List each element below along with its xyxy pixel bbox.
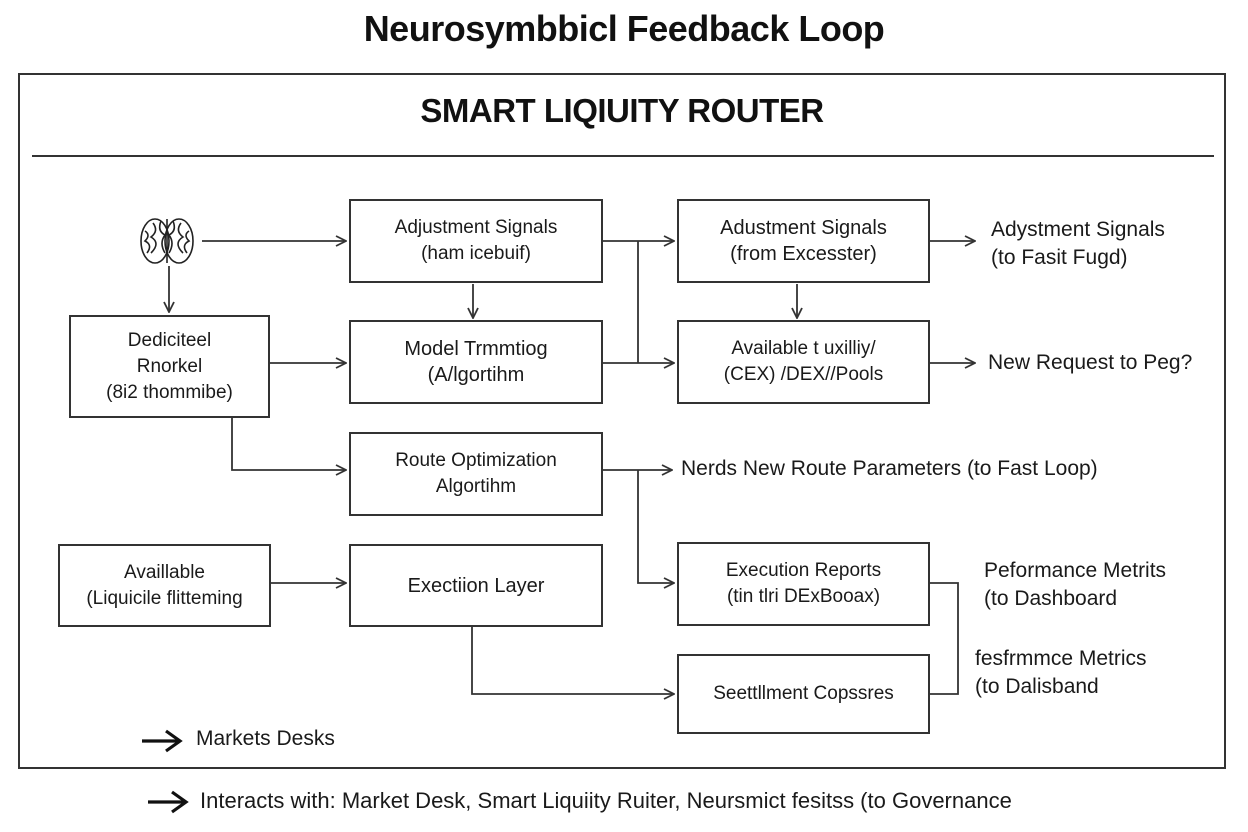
output-new-route-parameters-line1: Nerds New Route Parameters (to Fast Loop… [681, 457, 1098, 480]
adjustment-signals-box-line1: Adjustment Signals [394, 217, 558, 238]
adjustment-signals-box: Adjustment Signals (ham icebuif) [349, 199, 603, 283]
output-new-request-line1: New Request to Peg? [988, 351, 1193, 374]
adjustment-signals-excess-line2: (from Excesster) [730, 243, 877, 265]
router-panel-title: SMART LIQIUITY ROUTER [420, 92, 824, 129]
available-floating-line2: (Liquicile flitteming [86, 587, 243, 609]
dedicated-node-line1: Dediciteel [127, 329, 212, 351]
model-training-line1: Model Trmmtiog [404, 338, 548, 360]
legend-label: Markets Desks [196, 727, 335, 750]
output-new-request: New Request to Peg? [988, 349, 1192, 377]
dedicated-node-line2: Rnorkel [136, 355, 203, 377]
output-performance-metrics-secondary-line2: (to Dalisband [975, 675, 1099, 698]
output-adjustment-signals: Adystment Signals (to Fasit Fugd) [991, 216, 1165, 272]
connector-reports-settlement-bracket [929, 582, 959, 695]
adjustment-signals-box-line2: (ham icebuif) [421, 243, 531, 264]
execution-reports-box: Execution Reports (tin tlri DExBooax) [677, 542, 930, 626]
connector-route-to-reports [637, 470, 674, 583]
legend-arrow-icon [142, 729, 183, 753]
execution-layer-line1: Exectiion Layer [407, 574, 545, 597]
diagram-title: Neurosymbbicl Feedback Loop [363, 8, 885, 49]
execution-layer-box: Exectiion Layer [349, 544, 603, 627]
connector-execution-to-settlement [471, 626, 674, 694]
brain-icon [140, 218, 194, 264]
output-performance-metrics-secondary: fesfrmmce Metrics (to Dalisband [975, 645, 1147, 701]
settlement-line1: Seettllment Copssres [713, 683, 894, 704]
connector-dedicated-to-route [231, 418, 346, 470]
route-optimization-line1: Route Optimization [395, 450, 557, 471]
execution-reports-line2: (tin tlri DExBooax) [726, 586, 881, 607]
available-floating-line1: Availlable [124, 561, 205, 583]
output-adjustment-signals-line1: Adystment Signals [991, 218, 1165, 241]
output-adjustment-signals-line2: (to Fasit Fugd) [991, 246, 1128, 269]
title-divider [32, 155, 1214, 157]
output-performance-metrics-line1: Peformance Metrits [984, 559, 1167, 582]
adjustment-signals-excess-line1: Adustment Signals [720, 217, 887, 239]
output-performance-metrics-line2: (to Dashboard [984, 587, 1118, 610]
footer-arrow-icon [148, 790, 189, 814]
dedicated-node-line3: (8i2 thommibe) [106, 381, 233, 403]
available-liquidity-box: Available t uxilliy/ (CEX) /DEX//Pools [677, 320, 930, 404]
available-floating-box: Availlable (Liquicile flitteming [58, 544, 271, 627]
execution-reports-line1: Execution Reports [725, 560, 882, 581]
route-optimization-box: Route Optimization Algortihm [349, 432, 603, 516]
settlement-box: Seettllment Copssres [677, 654, 930, 734]
router-panel [18, 73, 1226, 769]
output-performance-metrics: Peformance Metrits (to Dashboard [984, 557, 1166, 613]
output-performance-metrics-secondary-line1: fesfrmmce Metrics [975, 647, 1147, 670]
dedicated-node-box: Dediciteel Rnorkel (8i2 thommibe) [69, 315, 270, 418]
available-liquidity-line1: Available t uxilliy/ [731, 338, 876, 359]
footer-label: Interacts with: Market Desk, Smart Liqui… [200, 788, 1012, 813]
model-training-line2: (A/lgortihm [427, 364, 525, 386]
output-new-route-parameters: Nerds New Route Parameters (to Fast Loop… [681, 455, 1098, 483]
available-liquidity-line2: (CEX) /DEX//Pools [723, 364, 884, 385]
adjustment-signals-excess-box: Adustment Signals (from Excesster) [677, 199, 930, 283]
route-optimization-line2: Algortihm [435, 476, 517, 497]
model-training-box: Model Trmmtiog (A/lgortihm [349, 320, 603, 404]
